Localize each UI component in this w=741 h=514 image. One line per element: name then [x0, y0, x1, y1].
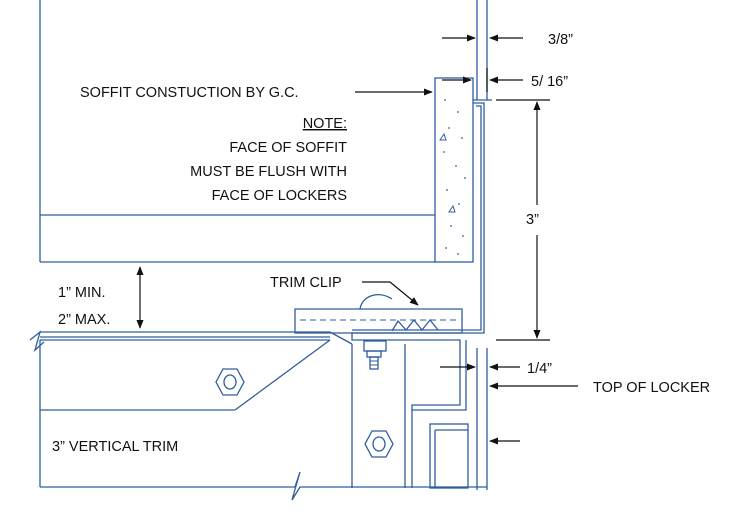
- min-gap-label: 1” MIN.: [58, 285, 106, 301]
- wall-framing: [39, 0, 435, 263]
- note-line-3: FACE OF LOCKERS: [212, 188, 347, 204]
- dimension-3-inch: [496, 99, 550, 341]
- locker-face-lines: [473, 0, 492, 490]
- soffit-panel: [434, 77, 474, 263]
- clip-screw: [363, 340, 387, 370]
- trim-clip-leader: [362, 281, 419, 306]
- vertical-trim-block: [39, 339, 487, 501]
- note-line-1: FACE OF SOFFIT: [229, 140, 347, 156]
- note-line-2: MUST BE FLUSH WITH: [190, 164, 347, 180]
- max-gap-label: 2” MAX.: [58, 312, 110, 328]
- top-of-locker-label: TOP OF LOCKER: [593, 380, 710, 396]
- locker-top-lines: [29, 330, 353, 352]
- trim-clip: [294, 294, 463, 334]
- vertical-trim-label: 3” VERTICAL TRIM: [52, 439, 178, 455]
- dim-1-4-label: 1/4”: [527, 361, 552, 377]
- trim-clip-label: TRIM CLIP: [270, 275, 342, 291]
- dim-3-8-label: 3/8”: [548, 32, 573, 48]
- dim-3-inch-label: 3”: [526, 212, 539, 228]
- locker-side-structure: [351, 344, 469, 489]
- soffit-construction-label: SOFFIT CONSTUCTION BY G.C.: [80, 85, 299, 101]
- trim-clip-channel: [351, 102, 485, 411]
- dimension-5-16: [442, 68, 523, 92]
- note-heading: NOTE:: [303, 116, 347, 132]
- dim-5-16-label: 5/ 16”: [531, 74, 568, 90]
